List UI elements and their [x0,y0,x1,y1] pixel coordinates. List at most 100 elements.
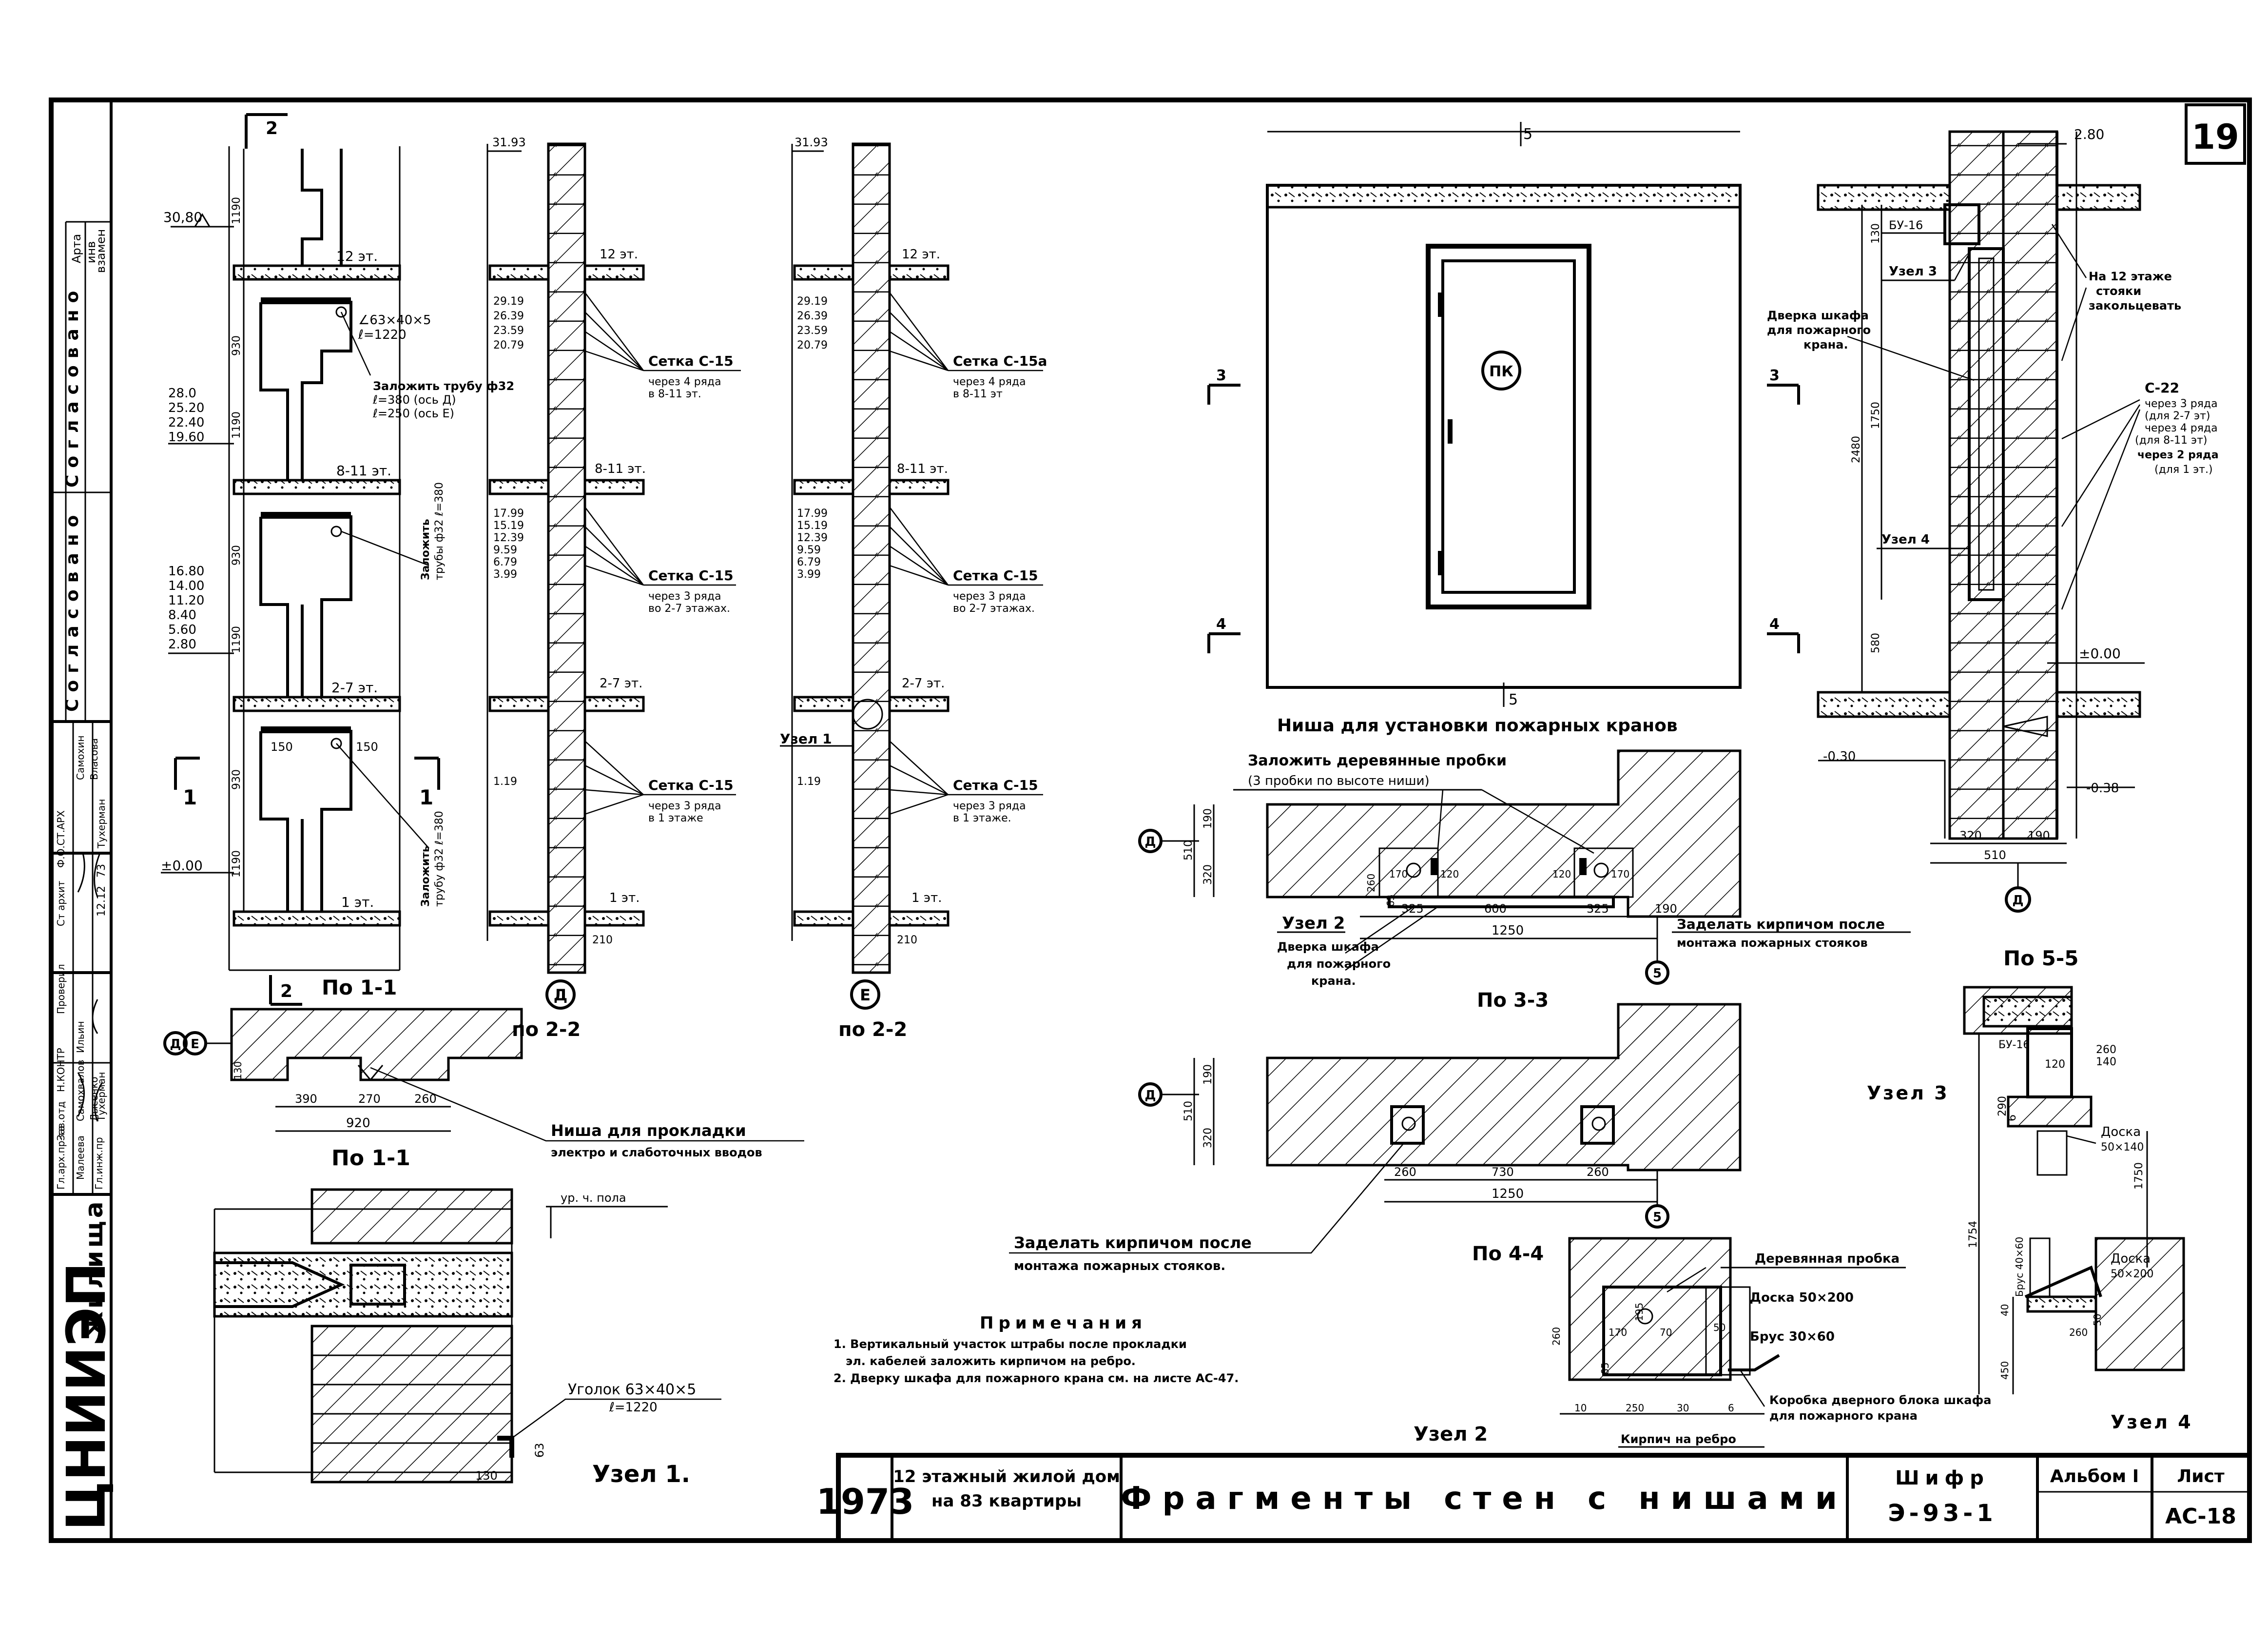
svg-text:25.20: 25.20 [168,401,204,415]
title-year: 1973 [816,1481,914,1522]
svg-text:Ильин: Ильин [75,1021,86,1053]
svg-text:(3 пробки по высоте ниши): (3 пробки по высоте ниши) [1248,774,1430,788]
svg-text:1.19: 1.19 [493,776,517,788]
svg-text:2-7 эт.: 2-7 эт. [600,676,642,691]
svg-text:во 2-7 этажах.: во 2-7 этажах. [953,603,1035,615]
svg-text:19.60: 19.60 [168,430,204,445]
svg-text:65: 65 [1385,895,1396,907]
svg-text:195: 195 [1633,1303,1645,1321]
svg-text:Д: Д [554,986,568,1004]
svg-text:для пожарного крана: для пожарного крана [1769,1409,1918,1423]
svg-text:12.12: 12.12 [96,886,108,917]
notes-item-1: 1. Вертикальный участок штрабы после про… [834,1337,1187,1351]
node-2-title: Узел 2 [1414,1423,1488,1446]
svg-text:3.99: 3.99 [493,568,517,581]
svg-text:1750: 1750 [1870,402,1882,429]
title-project-line-2: на 83 квартиры [931,1491,1082,1511]
svg-text:Сетка С-15: Сетка С-15 [648,567,734,584]
svg-text:730: 730 [1492,1165,1514,1179]
section-2-2-d-title: по 2-2 [512,1018,581,1041]
svg-text:15.19: 15.19 [797,520,828,532]
svg-text:390: 390 [295,1092,317,1106]
node-1: ур. ч. пола Уголок 63×40×5 ℓ=1220 63 130… [213,1188,721,1488]
svg-text:2-7 эт.: 2-7 эт. [331,680,378,696]
svg-text:1750: 1750 [2133,1162,2145,1190]
svg-text:120: 120 [1552,868,1571,880]
svg-text:30: 30 [1677,1402,1689,1414]
svg-text:Брус 40×60: Брус 40×60 [2014,1237,2025,1297]
svg-text:1.19: 1.19 [797,776,821,788]
section-1-1: 2 12 эт. 8-11 эт. 2-7 эт. 1 эт. 1190 930… [161,113,514,1006]
svg-text:-0.30: -0.30 [1823,749,1856,764]
svg-text:250: 250 [1626,1402,1644,1414]
svg-text:Проверил: Проверил [55,964,67,1014]
svg-text:510: 510 [1984,848,2006,862]
svg-text:8.40: 8.40 [168,608,196,623]
svg-text:17.99: 17.99 [797,508,828,520]
svg-text:Д: Д [2012,893,2023,908]
svg-text:Д: Д [1144,1088,1156,1103]
svg-text:50×140: 50×140 [2101,1141,2144,1153]
svg-text:±0.00: ±0.00 [2079,645,2121,662]
plan-1-1-title: По 1-1 [331,1146,410,1171]
svg-text:Тухерман: Тухерман [96,799,107,849]
svg-text:Заложить: Заложить [420,519,432,580]
svg-text:через 3 ряда: через 3 ряда [2145,398,2218,410]
svg-text:930: 930 [231,769,243,790]
svg-text:2.80: 2.80 [168,637,196,652]
niche-elevation: 5 ПК 3 3 4 4 5 Ниша для установки пожарн… [1207,122,1800,736]
svg-text:29.19: 29.19 [493,295,524,308]
node-3-title: Узел 3 [1867,1082,1949,1104]
svg-text:170: 170 [1609,1327,1627,1338]
svg-text:Дверка шкафа: Дверка шкафа [1277,940,1379,954]
svg-text:трубу ф32 ℓ=380: трубу ф32 ℓ=380 [433,811,446,907]
svg-text:6.79: 6.79 [493,556,517,568]
svg-text:через 2 ряда: через 2 ряда [2137,449,2219,461]
svg-text:9.59: 9.59 [797,544,821,556]
svg-text:2.80: 2.80 [2074,126,2104,142]
svg-text:Брус 30×60: Брус 30×60 [1750,1329,1835,1344]
svg-text:325: 325 [1401,902,1424,916]
svg-text:Дверка шкафа: Дверка шкафа [1767,309,1869,322]
svg-text:Ф.О.СТ.АРХ: Ф.О.СТ.АРХ [55,810,67,868]
svg-text:15.19: 15.19 [493,520,524,532]
title-code-value: Э-93-1 [1888,1500,1997,1527]
svg-text:4: 4 [1769,616,1780,633]
niche-elevation-title: Ниша для установки пожарных кранов [1277,716,1678,736]
svg-text:Деревянная пробка: Деревянная пробка [1755,1251,1900,1266]
stamp-approval-2: Согласовано [62,508,82,712]
plan-3-3: Заложить деревянные пробки (3 пробки по … [1138,749,1911,1012]
svg-text:Д: Д [170,1037,181,1052]
svg-text:190: 190 [1655,902,1677,916]
svg-text:Д: Д [1144,835,1156,849]
svg-text:5.60: 5.60 [168,623,196,637]
svg-text:1754: 1754 [1967,1221,1979,1248]
svg-text:БУ-16: БУ-16 [1998,1039,2030,1051]
svg-text:210: 210 [897,934,917,946]
node-4-title: Узел 4 [2111,1411,2193,1433]
svg-text:8-11 эт.: 8-11 эт. [595,462,646,476]
svg-text:190: 190 [1202,808,1214,829]
svg-text:через 4 ряда: через 4 ряда [648,376,721,388]
svg-text:ℓ=1220: ℓ=1220 [609,1400,658,1415]
svg-text:1: 1 [419,785,433,809]
svg-text:монтажа пожарных стояков.: монтажа пожарных стояков. [1014,1259,1225,1273]
plan-4-4-title: По 4-4 [1472,1243,1544,1265]
svg-text:во 2-7 этажах.: во 2-7 этажах. [648,603,730,615]
svg-text:крана.: крана. [1311,974,1356,988]
svg-text:для пожарного: для пожарного [1767,323,1871,337]
svg-text:Заделать кирпичом после: Заделать кирпичом после [1677,916,1885,932]
svg-text:8-11 эт.: 8-11 эт. [897,462,948,476]
svg-text:Сетка С-15: Сетка С-15 [648,777,734,793]
title-code-label: Шифр [1895,1467,1990,1489]
svg-text:2-7 эт.: 2-7 эт. [902,676,945,691]
svg-text:3: 3 [1216,367,1226,384]
title-drawing-name: Фрагменты стен с нишами [1121,1481,1848,1517]
svg-text:325: 325 [1587,902,1609,916]
svg-text:На 12 этаже: На 12 этаже [2089,270,2172,283]
svg-text:ℓ=250 (ось Е): ℓ=250 (ось Е) [372,407,454,420]
svg-text:28.0: 28.0 [168,386,196,401]
svg-text:-0.38: -0.38 [2086,781,2119,796]
svg-text:Доска: Доска [2101,1125,2141,1139]
